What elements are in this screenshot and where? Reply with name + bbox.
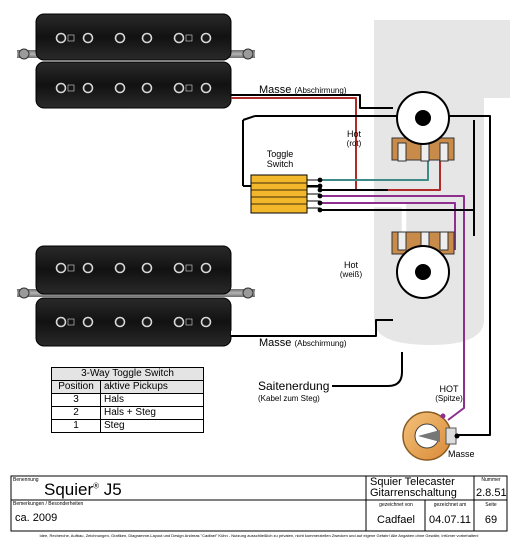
nummer-value: 2.8.51	[476, 487, 507, 499]
wire-bridge-shield	[231, 319, 393, 337]
wire-string-ground	[332, 352, 403, 387]
drawing-name: Squier® J5	[44, 480, 122, 499]
nummer-label: Nummer	[481, 477, 501, 483]
switch-table-title: 3-Way Toggle Switch	[51, 367, 204, 381]
seite-value: 69	[484, 514, 498, 526]
wire-switch-teal	[320, 160, 429, 181]
label-saitenerdung: Saitenerdung (Kabel zum Steg)	[258, 379, 330, 403]
output-jack	[402, 411, 457, 461]
label-hot-red: Hot (rot)	[346, 129, 362, 148]
gezeichnet-von-label: gezeichnet von	[379, 502, 413, 508]
toggle-switch	[250, 174, 320, 214]
footer-note: Idee, Recherche, Aufbau, Zeichnungen, Gr…	[39, 533, 479, 538]
gezeichnet-von-value: Cadfael	[377, 514, 415, 526]
wire-neck-shield	[231, 94, 393, 109]
label-masse-bottom: Masse (Abschirmung)	[259, 337, 347, 349]
label-hot-tip: HOT (Spitze)	[435, 384, 463, 403]
label-toggle-switch: Toggle Switch	[266, 149, 294, 169]
seite-label: Seite	[485, 502, 497, 508]
switch-table-col-pickups: aktive Pickups	[100, 380, 204, 394]
volume-pot	[391, 91, 455, 162]
wire-ground-loop	[255, 115, 491, 436]
gezeichnet-am-value: 04.07.11	[428, 514, 471, 526]
table-row: 1 Steg	[51, 419, 204, 433]
gezeichnet-am-label: gezeichnet am	[433, 502, 467, 508]
bemerkung-value: ca. 2009	[15, 512, 58, 524]
pole-pieces	[55, 32, 212, 328]
drawing-subject: Squier Telecaster Gitarrenschaltung	[370, 476, 457, 499]
tone-pot	[391, 231, 455, 299]
table-row: 3 Hals	[51, 393, 204, 407]
label-masse-top: Masse (Abschirmung)	[259, 84, 347, 96]
wire-switch-purple	[320, 195, 465, 421]
neck-humbucker	[17, 13, 255, 109]
bridge-humbucker	[17, 245, 255, 347]
bemerkungen-label: Bemerkungen / Besonderheiten	[13, 501, 84, 507]
switch-table-col-position: Position	[51, 380, 101, 394]
benennung-label: Benennung	[13, 477, 39, 483]
table-row: 2 Hals + Steg	[51, 406, 204, 420]
label-hot-white: Hot (weiß)	[339, 260, 363, 279]
label-masse-jack: Masse	[448, 449, 475, 459]
switch-table: 3-Way Toggle Switch Position aktive Pick…	[51, 367, 204, 433]
